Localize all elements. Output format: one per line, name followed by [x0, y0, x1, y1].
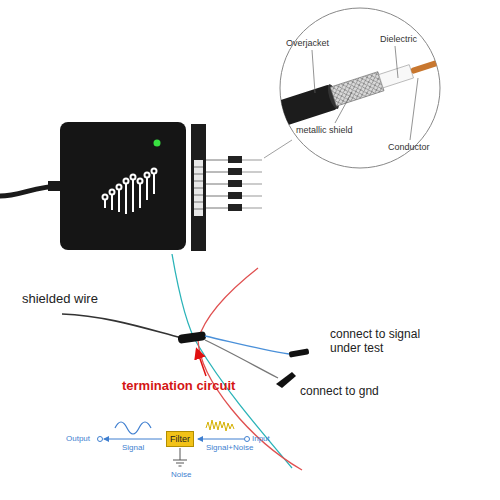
status-led [154, 140, 161, 147]
signal-name: Signal+Noise [206, 443, 253, 452]
signal-name: Input [252, 434, 270, 443]
termination-block [177, 331, 206, 344]
part-label: Conductor [388, 142, 430, 152]
probe-label: connect to signal under test [330, 328, 434, 356]
probe-wires [206, 156, 262, 211]
signal-name: Noise [171, 470, 191, 479]
connector-slots [194, 160, 203, 216]
zoom-leader [264, 140, 292, 158]
coax-cable [270, 50, 444, 128]
signal-probe [289, 348, 310, 357]
connector-block [191, 124, 206, 251]
shielded-wire [62, 314, 182, 338]
logo [103, 169, 157, 215]
callout-label: termination circuit [122, 379, 235, 394]
signal-lead [205, 336, 289, 354]
filter-label: Filter [170, 434, 190, 444]
probe-label: connect to gnd [300, 385, 379, 399]
part-label: metallic shield [296, 125, 353, 135]
filter-box: Filter [166, 431, 194, 447]
part-label: Dielectric [380, 34, 417, 44]
gnd-clip [276, 372, 296, 388]
termination-pointer [197, 350, 206, 376]
magnifier [280, 8, 440, 168]
logic-analyzer [60, 122, 186, 250]
usb-plug [48, 181, 62, 191]
slot-dividers [194, 167, 203, 209]
signal-name: Output [66, 434, 90, 443]
red-curve [198, 268, 302, 470]
gnd-lead [205, 340, 278, 378]
signal-name: Signal [122, 443, 144, 452]
wire-label: shielded wire [22, 292, 98, 307]
part-label: Overjacket [286, 38, 329, 48]
